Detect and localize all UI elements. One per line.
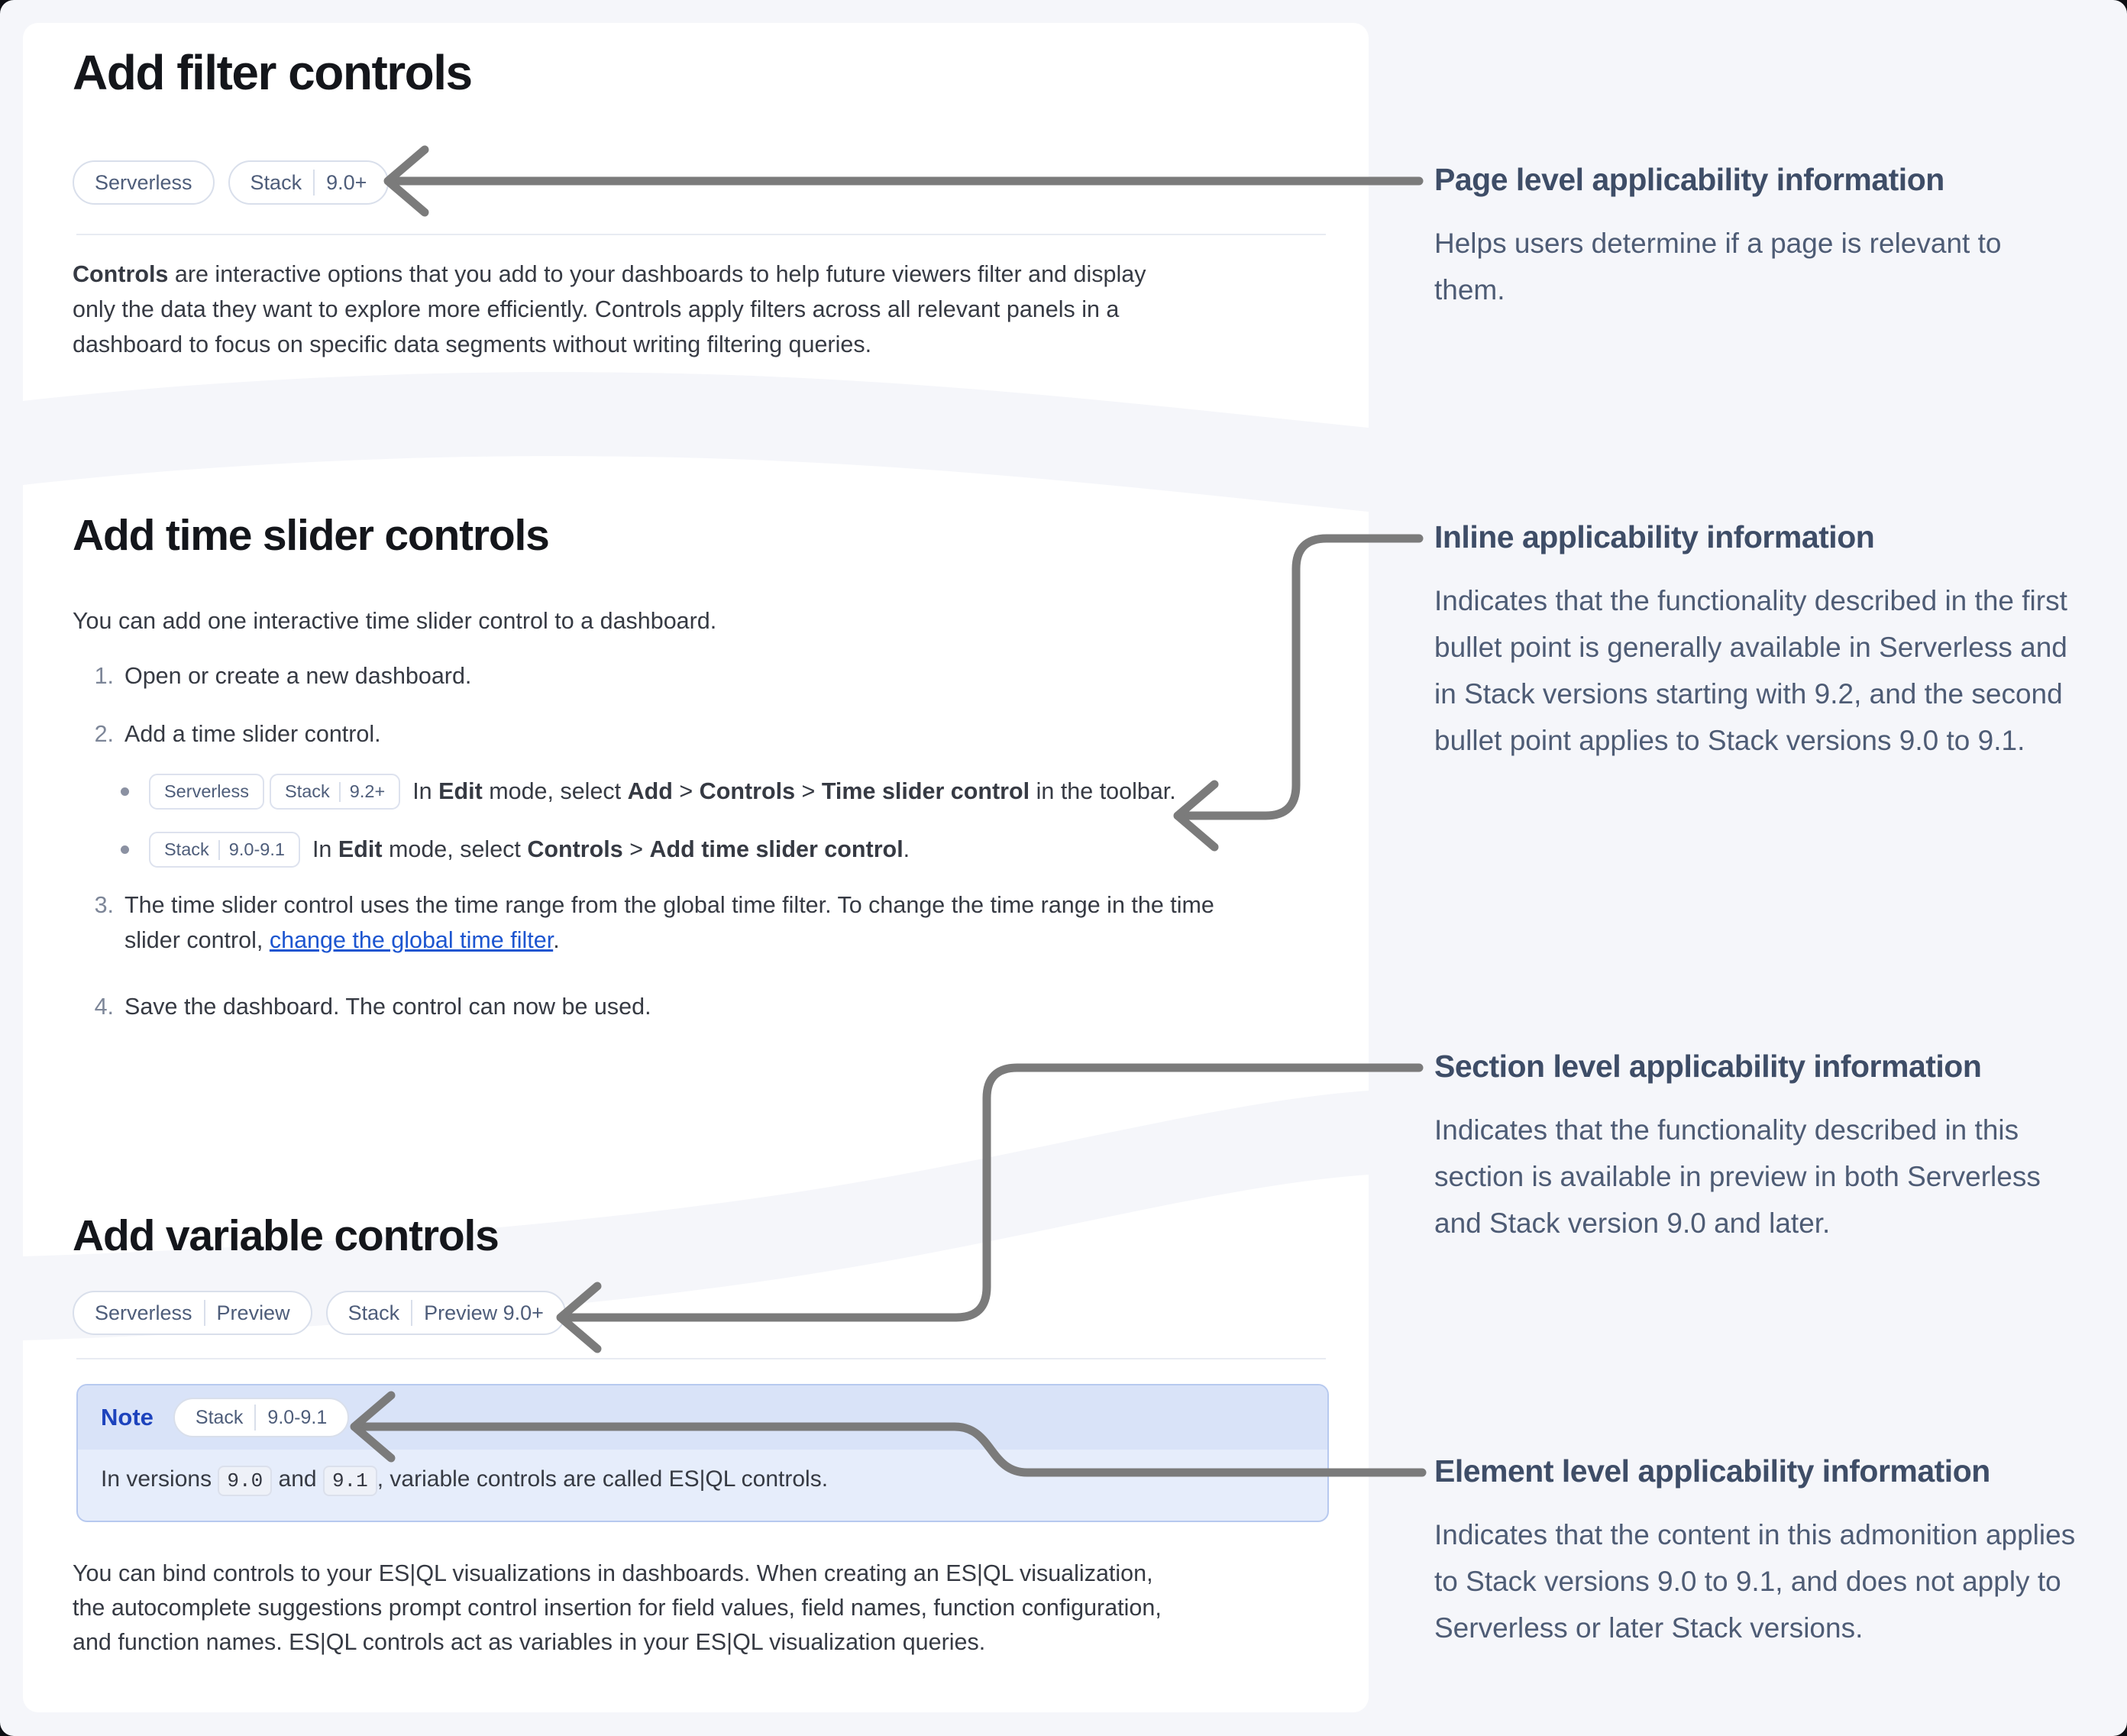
badge-version-label: 9.2+ <box>338 781 394 802</box>
note-label: Note <box>101 1404 154 1431</box>
step-number: 3. <box>94 892 114 918</box>
inline-badge-serverless[interactable]: Serverless <box>149 774 265 810</box>
ordered-step-2: 2. Add a time slider control. <box>80 716 1226 752</box>
note-badge-stack-9091[interactable]: Stack 9.0-9.1 <box>173 1398 350 1437</box>
annotation-body-inline: Indicates that the functionality describ… <box>1434 585 2067 756</box>
inline-badge-group: Serverless Stack 9.2+ <box>149 774 401 810</box>
section-title-variable: Add variable controls <box>73 1211 499 1260</box>
annotation-body-element-level: Indicates that the content in this admon… <box>1434 1519 2076 1644</box>
inline-badge-stack-9091[interactable]: Stack 9.0-9.1 <box>149 832 300 868</box>
bullet-dot-icon <box>121 845 129 854</box>
badge-serverless-preview[interactable]: Serverless Preview <box>73 1291 312 1335</box>
section-title-time-slider: Add time slider controls <box>73 511 550 560</box>
badge-label: Stack <box>285 781 330 801</box>
step-text: Add a time slider control. <box>124 721 381 747</box>
page-badges: Serverless Stack 9.0+ <box>73 160 390 205</box>
badge-version-label: 9.0+ <box>313 170 378 196</box>
annotation-body-section-level: Indicates that the functionality describ… <box>1434 1114 2041 1239</box>
ordered-step-4: 4. Save the dashboard. The control can n… <box>80 989 1226 1024</box>
step-text: The time slider control uses the time ra… <box>124 892 1214 953</box>
badge-label: Serverless <box>95 170 192 194</box>
note-header: Note Stack 9.0-9.1 <box>78 1385 1327 1450</box>
step-text: Open or create a new dashboard. <box>124 663 472 689</box>
step-number: 1. <box>94 663 114 689</box>
badge-label: Serverless <box>95 1301 192 1324</box>
bullet-item-serverless-92: Serverless Stack 9.2+ In Edit mode, sele… <box>121 774 1176 810</box>
ordered-step-3: 3. The time slider control uses the time… <box>80 887 1233 958</box>
variable-paragraph: You can bind controls to your ES|QL visu… <box>73 1560 1162 1655</box>
badge-lifecycle-label: Preview <box>203 1300 302 1326</box>
ordered-step-1: 1. Open or create a new dashboard. <box>80 658 1226 693</box>
note-admonition: Note Stack 9.0-9.1 In versions 9.0 and 9… <box>76 1384 1329 1522</box>
badge-lifecycle-label: Preview 9.0+ <box>411 1300 555 1326</box>
badge-label: Stack <box>195 1406 244 1428</box>
time-slider-intro: You can add one interactive time slider … <box>73 608 717 634</box>
divider <box>76 234 1326 235</box>
badge-serverless[interactable]: Serverless <box>73 160 215 205</box>
global-time-filter-link[interactable]: change the global time filter <box>269 927 554 953</box>
inline-badge-group: Stack 9.0-9.1 <box>149 832 300 868</box>
page-title: Add filter controls <box>73 45 473 100</box>
badge-version-label: 9.0-9.1 <box>254 1405 338 1431</box>
divider <box>76 1358 1326 1359</box>
annotation-title-page-level: Page level applicability information <box>1434 162 1944 197</box>
bullet-dot-icon <box>121 787 129 796</box>
badge-stack-preview-version[interactable]: Stack Preview 9.0+ <box>325 1291 566 1335</box>
step-number: 4. <box>94 994 114 1020</box>
bullet-text: In Edit mode, select Add > Controls > Ti… <box>412 778 1176 804</box>
step-number: 2. <box>94 721 114 747</box>
badge-stack-version[interactable]: Stack 9.0+ <box>228 160 390 205</box>
badge-label: Stack <box>347 1301 400 1324</box>
badge-label: Stack <box>250 170 302 194</box>
annotation-title-inline: Inline applicability information <box>1434 519 1875 554</box>
note-body: In versions 9.0 and 9.1, variable contro… <box>78 1450 1327 1496</box>
inline-badge-stack-92[interactable]: Stack 9.2+ <box>270 774 401 810</box>
badge-label: Stack <box>164 839 209 859</box>
intro-paragraph: Controls are interactive options that yo… <box>73 261 1146 357</box>
annotation-title-section-level: Section level applicability information <box>1434 1049 1982 1084</box>
badge-label: Serverless <box>164 781 250 801</box>
annotation-title-element-level: Element level applicability information <box>1434 1453 1990 1489</box>
annotation-body-page-level: Helps users determine if a page is relev… <box>1434 228 2002 305</box>
bullet-item-stack-90-91: Stack 9.0-9.1 In Edit mode, select Contr… <box>121 832 910 868</box>
step-text: Save the dashboard. The control can now … <box>124 994 651 1020</box>
bullet-text: In Edit mode, select Controls > Add time… <box>312 836 910 862</box>
section-badges: Serverless Preview Stack Preview 9.0+ <box>73 1291 566 1335</box>
badge-version-label: 9.0-9.1 <box>218 839 294 860</box>
